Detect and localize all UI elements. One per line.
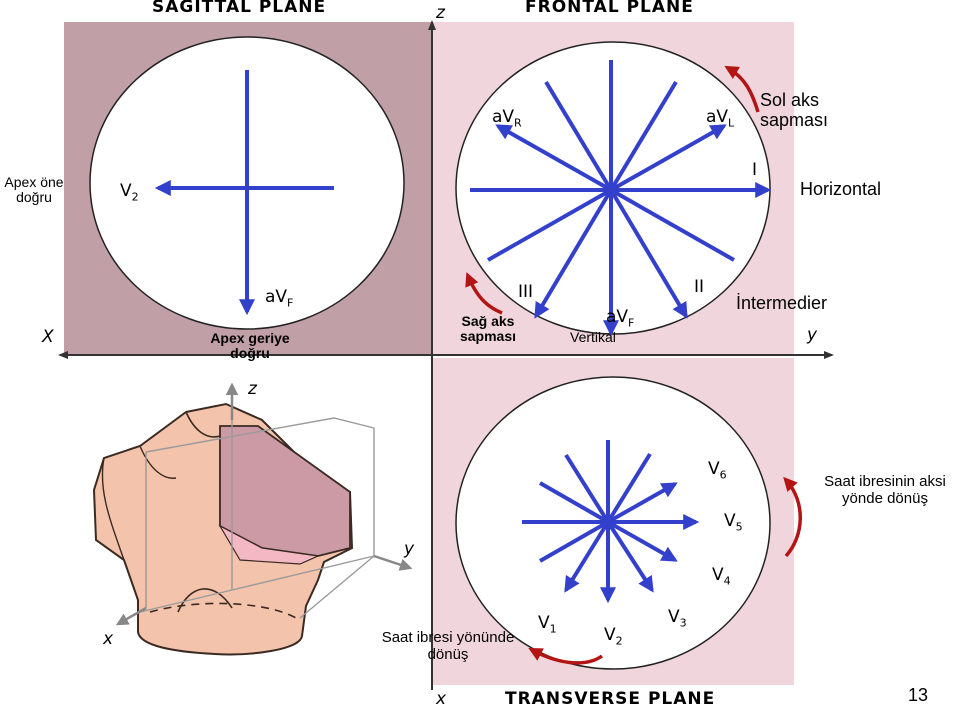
lead-v2-transverse-sub: 2	[615, 634, 623, 648]
torso-x-axis	[115, 606, 147, 626]
lead-v2-sagittal: V2	[120, 182, 139, 203]
lead-avl: aVL	[706, 108, 734, 129]
lead-v5-sub: 5	[735, 520, 743, 534]
lead-avf-frontal-main: aV	[606, 307, 629, 327]
lead-avf-sagittal-sub: F	[287, 296, 294, 310]
rotation-arrows	[465, 65, 802, 665]
lead-v6-main: V	[708, 459, 720, 479]
lead-avf-sagittal: aVF	[265, 288, 293, 309]
transverse-vector-v4-neg	[539, 481, 609, 524]
apex-forward-label: Apex öne doğru	[4, 174, 64, 206]
lead-v5: V5	[724, 512, 743, 533]
lead-v3-sub: 3	[679, 616, 687, 630]
lead-v5-main: V	[724, 511, 736, 531]
horizontal-label: Horizontal	[800, 179, 882, 199]
lead-avl-main: aV	[706, 107, 729, 127]
torso-y-axis	[373, 554, 413, 571]
lead-avr: aVR	[492, 108, 522, 129]
frontal-vector-avr-neg	[610, 188, 735, 262]
lead-v4: V4	[712, 566, 731, 587]
right-deviation-arrow	[465, 272, 503, 315]
y-axis-label-right: y	[807, 325, 818, 345]
vertical-label: Vertikal	[570, 329, 616, 345]
lead-i: I	[752, 160, 758, 180]
lead-iii: III	[518, 282, 534, 302]
counterclockwise-label: Saat ibresinin aksi yönde dönüş	[824, 473, 946, 507]
torso-dashed-base	[149, 602, 297, 619]
counterclockwise-arrow	[783, 476, 802, 558]
lead-v1: V1	[538, 614, 557, 635]
transverse-vector-v3	[606, 520, 654, 593]
lead-avf-frontal: aVF	[606, 308, 634, 329]
transverse-plane-title: TRANSVERSE PLANE	[505, 689, 716, 709]
sagittal-vectors	[154, 70, 334, 316]
frontal-vectors	[470, 60, 772, 337]
frontal-vector-iii-neg	[609, 80, 678, 192]
x-axis-label-bottom: x	[436, 689, 447, 709]
lead-v3-main: V	[668, 607, 680, 627]
frontal-vector-avl-neg	[487, 188, 612, 262]
frontal-vector-ii	[609, 188, 688, 319]
transverse-vector-v1-neg	[606, 452, 652, 524]
x-axis-label-left: X	[42, 327, 54, 347]
clockwise-label: Saat ibresi yönünde dönüş	[381, 629, 515, 663]
lead-v4-sub: 4	[723, 574, 731, 588]
torso-shoulder-line	[139, 445, 177, 479]
lead-v2-transverse-main: V	[604, 625, 616, 645]
lead-v1-main: V	[538, 613, 550, 633]
frontal-vector-iii	[534, 188, 613, 319]
lead-v4-main: V	[712, 565, 724, 585]
transverse-vector-v6-neg	[539, 520, 609, 563]
left-axis-deviation-label: Sol aks sapması	[760, 90, 829, 130]
lead-v2-transverse: V2	[604, 626, 623, 647]
lead-avr-main: aV	[492, 107, 515, 127]
lead-v1-sub: 1	[549, 622, 557, 636]
lead-avf-sagittal-main: aV	[265, 287, 288, 307]
right-axis-deviation-label: Sağ aks sapması	[459, 313, 517, 345]
page-number: 13	[908, 685, 929, 705]
frontal-vector-avl	[610, 124, 727, 192]
torso-reference-box	[139, 417, 375, 619]
sagittal-plane-title: SAGITTAL PLANE	[152, 0, 327, 17]
y-axis-label-body: y	[404, 539, 415, 559]
torso-illustration	[92, 382, 413, 656]
transverse-vector-v1	[564, 520, 610, 593]
transverse-vector-v4	[607, 520, 678, 562]
torso-cut-floor	[218, 524, 321, 565]
x-axis-label-body: x	[103, 629, 114, 649]
frontal-plane-title: FRONTAL PLANE	[525, 0, 694, 17]
lead-avl-sub: L	[728, 116, 735, 130]
transverse-vectors	[522, 440, 700, 604]
z-axis-label-top: z	[436, 3, 445, 23]
lead-v6: V6	[708, 460, 727, 481]
frontal-vector-ii-neg	[544, 80, 613, 192]
torso-chest-curve	[177, 588, 233, 613]
lead-avr-sub: R	[514, 116, 522, 130]
clockwise-arrow	[528, 648, 604, 665]
left-deviation-arrow	[724, 65, 760, 113]
intermediate-label: İntermedier	[736, 293, 828, 313]
lead-v3: V3	[668, 608, 687, 629]
z-axis-label-body: z	[248, 379, 257, 399]
apex-backward-label: Apex geriye doğru	[210, 330, 290, 362]
frontal-vector-avr	[495, 124, 612, 192]
torso-neck-line	[185, 411, 221, 438]
lead-ii: II	[694, 277, 705, 297]
lead-v2-sagittal-main: V	[120, 181, 132, 201]
torso-arm-left	[101, 457, 125, 561]
lead-v2-sagittal-sub: 2	[131, 190, 139, 204]
lead-v6-sub: 6	[719, 468, 727, 482]
lead-avf-frontal-sub: F	[628, 316, 635, 330]
transverse-vector-v6	[607, 482, 678, 524]
transverse-vector-v3-neg	[564, 453, 610, 524]
